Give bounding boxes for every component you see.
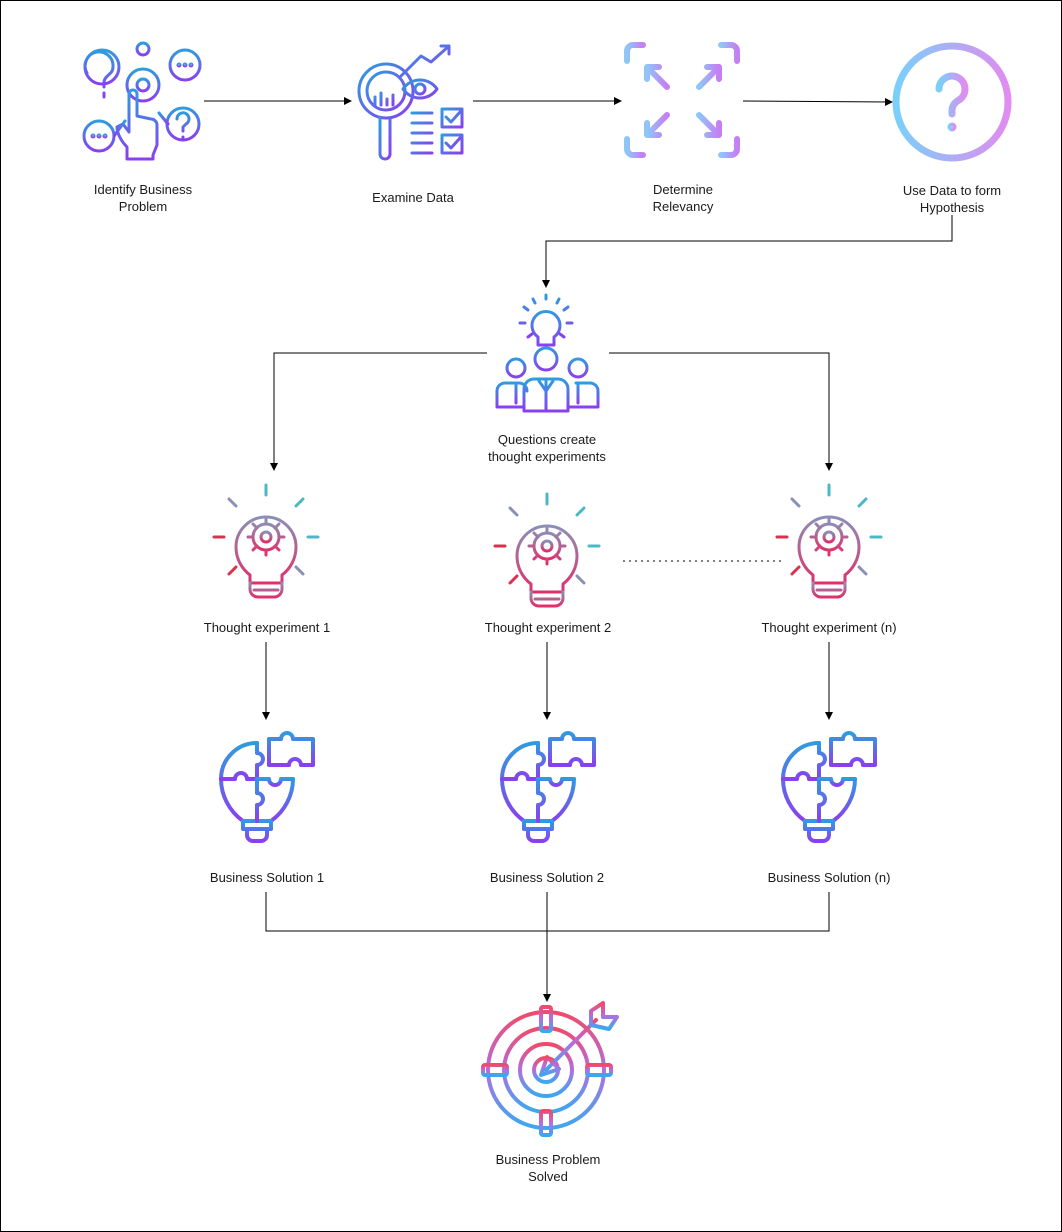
label-questions-create: Questions create thought experiments bbox=[488, 432, 606, 464]
lightbulb-gear-icon-2 bbox=[493, 492, 601, 608]
lightbulb-gear-icon-n bbox=[775, 483, 883, 599]
question-circle-icon bbox=[892, 42, 1012, 162]
label-business-solution-1: Business Solution 1 bbox=[209, 870, 325, 885]
lightbulb-gear-icon-1 bbox=[212, 483, 320, 599]
question-gears-icon bbox=[82, 41, 202, 161]
label-identify-business-problem: Identify Business Problem bbox=[93, 182, 193, 214]
label-business-problem-solved: Business Problem Solved bbox=[495, 1152, 601, 1184]
edge-questions-thoughtn bbox=[609, 352, 833, 471]
label-business-solution-2: Business Solution 2 bbox=[489, 870, 605, 885]
label-business-solution-n: Business Solution (n) bbox=[767, 870, 891, 885]
edge-hypothesis-questions bbox=[542, 215, 953, 288]
label-thought-experiment-2: Thought experiment 2 bbox=[484, 620, 612, 635]
label-determine-relevancy: Determine Relevancy bbox=[652, 182, 714, 214]
puzzle-bulb-icon-n bbox=[781, 731, 877, 843]
label-use-data-hypothesis: Use Data to form Hypothesis bbox=[902, 183, 1002, 215]
puzzle-bulb-icon-2 bbox=[500, 731, 596, 843]
team-idea-icon bbox=[495, 293, 600, 413]
label-thought-experiment-n: Thought experiment (n) bbox=[761, 620, 897, 635]
edge-relevancy-hypothesis bbox=[742, 97, 893, 106]
label-examine-data: Examine Data bbox=[372, 190, 454, 205]
arrows-expand-icon bbox=[624, 42, 740, 158]
target-arrow-icon bbox=[481, 1001, 619, 1137]
puzzle-bulb-icon-1 bbox=[219, 731, 315, 843]
label-thought-experiment-1: Thought experiment 1 bbox=[203, 620, 331, 635]
data-analysis-icon bbox=[357, 44, 464, 161]
edge-questions-thought1 bbox=[270, 352, 487, 471]
